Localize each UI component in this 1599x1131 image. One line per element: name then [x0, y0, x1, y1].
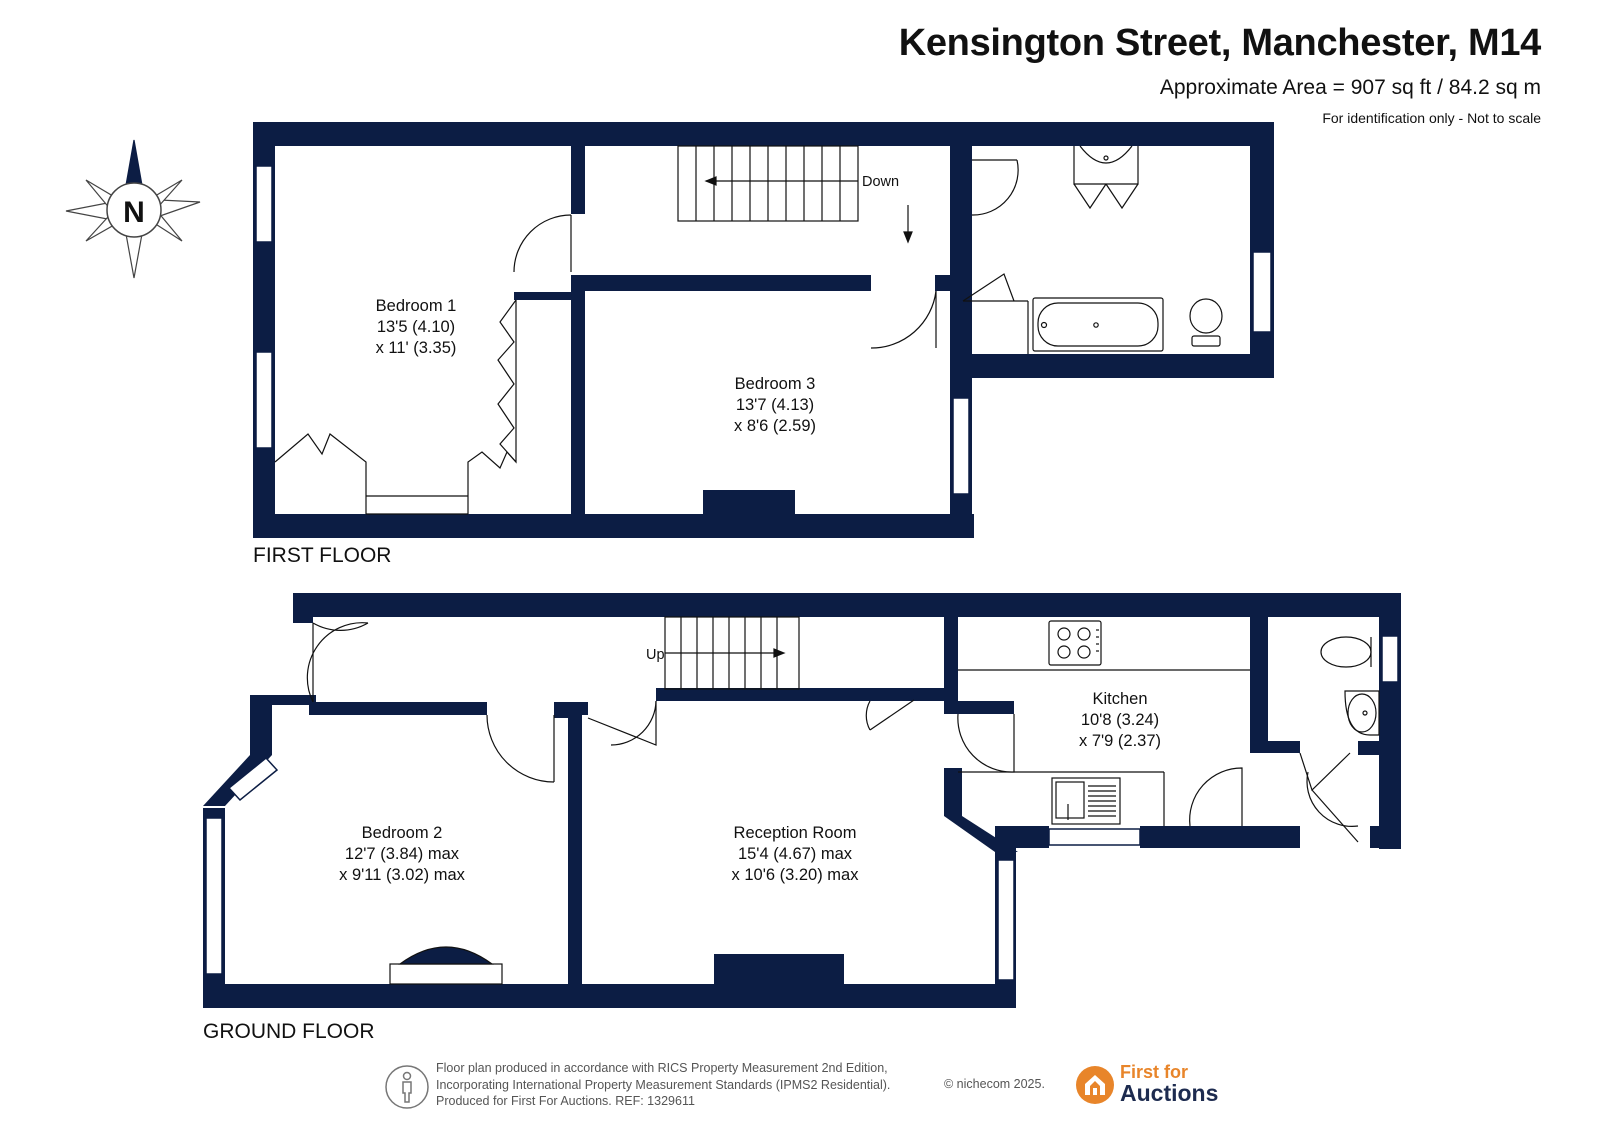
ground-floor-plan: Up: [203, 593, 1401, 1008]
scale-disclaimer: For identification only - Not to scale: [1322, 110, 1541, 126]
room-dimension: 13'5 (4.10): [376, 318, 456, 336]
room-label-reception-room: Reception Room 15'4 (4.67) max x 10'6 (3…: [732, 823, 859, 886]
rics-statement: Floor plan produced in accordance with R…: [436, 1060, 890, 1110]
brand-name-line-1: First for: [1120, 1062, 1189, 1082]
ground-floor-walls: [203, 593, 1401, 1008]
room-dimension: 10'8 (3.24): [1080, 711, 1160, 729]
room-name: Kitchen: [1092, 690, 1148, 708]
room-dimension: x 9'11 (3.02) max: [339, 866, 465, 884]
compass-icon: N: [65, 139, 201, 279]
plan-title: Kensington Street, Manchester, M14: [898, 22, 1542, 64]
room-label-kitchen: Kitchen 10'8 (3.24) x 7'9 (2.37): [1079, 689, 1161, 752]
footer-line: Incorporating International Property Mea…: [436, 1077, 891, 1092]
room-dimension: x 11' (3.35): [375, 339, 457, 357]
footer: Floor plan produced in accordance with R…: [384, 1060, 1218, 1114]
first-floor-fittings: [274, 145, 1223, 515]
brand-name-line-2: Auctions: [1120, 1080, 1219, 1106]
room-dimension: x 10'6 (3.20) max: [731, 866, 859, 884]
room-label-bedroom-1: Bedroom 1 13'5 (4.10) x 11' (3.35): [376, 296, 457, 359]
copyright-notice: © nichecom 2025.: [944, 1077, 1045, 1091]
ipms-person-icon: [385, 1065, 429, 1109]
first-floor-plan: Down: [253, 122, 1274, 538]
first-floor-label: FIRST FLOOR: [253, 544, 392, 567]
room-name: Bedroom 3: [734, 375, 816, 393]
ground-floor-fittings: [306, 616, 1380, 985]
stairs-up-label: Up: [646, 647, 665, 663]
approximate-area: Approximate Area = 907 sq ft / 84.2 sq m: [1159, 76, 1541, 99]
auction-house-icon: [1076, 1066, 1114, 1104]
footer-line: Produced for First For Auctions. REF: 13…: [436, 1094, 695, 1108]
room-dimension: 15'4 (4.67) max: [737, 845, 853, 863]
room-dimension: 12'7 (3.84) max: [344, 845, 460, 863]
ground-floor-windows: [205, 635, 1399, 981]
room-name: Bedroom 1: [375, 297, 457, 315]
ground-floor-label: GROUND FLOOR: [203, 1020, 375, 1043]
room-name: Reception Room: [733, 824, 857, 842]
stairs-down-label: Down: [862, 174, 899, 190]
first-floor-windows: [255, 165, 1272, 495]
compass-north-label: N: [123, 196, 145, 229]
room-label-bedroom-2: Bedroom 2 12'7 (3.84) max x 9'11 (3.02) …: [339, 823, 465, 886]
room-dimension: x 7'9 (2.37): [1078, 732, 1162, 750]
room-dimension: x 8'6 (2.59): [733, 417, 817, 435]
footer-line: Floor plan produced in accordance with R…: [436, 1061, 888, 1075]
room-dimension: 13'7 (4.13): [735, 396, 815, 414]
room-label-bedroom-3: Bedroom 3 13'7 (4.13) x 8'6 (2.59): [734, 374, 816, 437]
room-name: Bedroom 2: [361, 824, 443, 842]
